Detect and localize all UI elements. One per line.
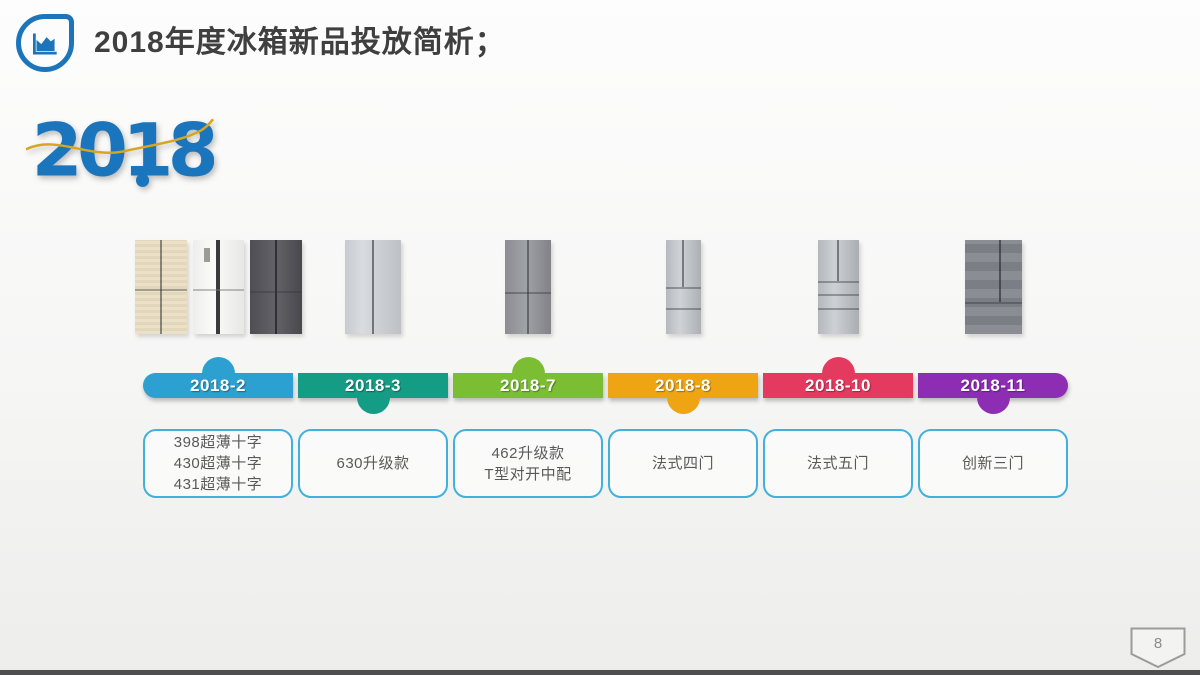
fridge-group: [608, 240, 758, 334]
fridge-image-gray-cross-door: [505, 240, 551, 334]
area-chart-icon: [16, 14, 74, 72]
timeline-month-label: 2018-3: [345, 376, 401, 395]
fridge-image-dark-cross-door: [249, 240, 302, 334]
timeline-month-badge: 2018-7: [453, 357, 603, 398]
timeline-month-label: 2018-7: [500, 376, 556, 395]
logo-dot: [135, 173, 150, 187]
fridge-image-silver-french-five-door: [817, 240, 859, 334]
timeline-month-badge: 2018-2: [143, 357, 293, 398]
timeline-month-label: 2018-2: [190, 376, 246, 395]
timeline-month-label: 2018-11: [960, 376, 1026, 395]
fridge-image-white-cross-door: [192, 240, 244, 334]
product-label-box: 398超薄十字 430超薄十字 431超薄十字: [143, 429, 293, 498]
product-label: 630升级款: [336, 455, 410, 472]
pentagon-page-marker: [1130, 627, 1186, 669]
product-label-box: 创新三门: [918, 429, 1068, 498]
page-title: 2018年度冰箱新品投放简析；: [94, 26, 506, 59]
header: 2018年度冰箱新品投放简析；: [16, 12, 506, 74]
product-label: 398超薄十字 430超薄十字 431超薄十字: [173, 434, 263, 493]
timeline-connector-dot: [821, 357, 855, 390]
product-label: 法式四门: [651, 455, 714, 472]
timeline-column: 2018-2 398超薄十字 430超薄十字 431超薄十字: [134, 240, 302, 498]
timeline-column: 2018-7 462升级款 T型对开中配: [453, 240, 603, 498]
fridge-group: [918, 240, 1068, 334]
fridge-image-dark-french-three-door: [964, 240, 1022, 334]
logo-swoosh: [25, 118, 215, 154]
logo-2018: 2018: [25, 100, 220, 195]
timeline-column: 2018-3 630升级款: [298, 240, 448, 498]
timeline-column: 2018-11 创新三门: [918, 240, 1068, 498]
fridge-group: [298, 240, 448, 334]
timeline: 2018-2 398超薄十字 430超薄十字 431超薄十字 2018-3 63…: [134, 240, 1068, 498]
timeline-column: 2018-10 法式五门: [763, 240, 913, 498]
timeline-month-badge: 2018-11: [918, 373, 1068, 414]
product-label: 法式五门: [806, 455, 869, 472]
timeline-connector-dot: [356, 381, 390, 414]
timeline-connector-dot: [666, 381, 700, 414]
bottom-border: [0, 670, 1200, 675]
timeline-month-badge: 2018-10: [763, 357, 913, 398]
fridge-group: [134, 240, 302, 334]
fridge-image-silver-side-by-side: [345, 240, 401, 334]
fridge-image-beige-cross-door: [134, 240, 187, 334]
product-label-box: 462升级款 T型对开中配: [453, 429, 603, 498]
fridge-group: [453, 240, 603, 334]
fridge-image-silver-french-four-door: [665, 240, 701, 334]
timeline-column: 2018-8 法式四门: [608, 240, 758, 498]
timeline-connector-dot: [511, 357, 545, 390]
timeline-month-badge: 2018-8: [608, 373, 758, 414]
fridge-group: [763, 240, 913, 334]
product-label-box: 630升级款: [298, 429, 448, 498]
page-number: 8: [1154, 635, 1162, 652]
timeline-month-badge: 2018-3: [298, 373, 448, 414]
product-label: 创新三门: [961, 455, 1024, 472]
product-label: 462升级款 T型对开中配: [484, 444, 572, 483]
product-label-box: 法式五门: [763, 429, 913, 498]
timeline-connector-dot: [976, 381, 1010, 414]
product-label-box: 法式四门: [608, 429, 758, 498]
timeline-month-label: 2018-8: [655, 376, 711, 395]
timeline-connector-dot: [201, 357, 235, 390]
page-number-badge: 8: [1130, 627, 1186, 669]
timeline-month-label: 2018-10: [805, 376, 871, 395]
